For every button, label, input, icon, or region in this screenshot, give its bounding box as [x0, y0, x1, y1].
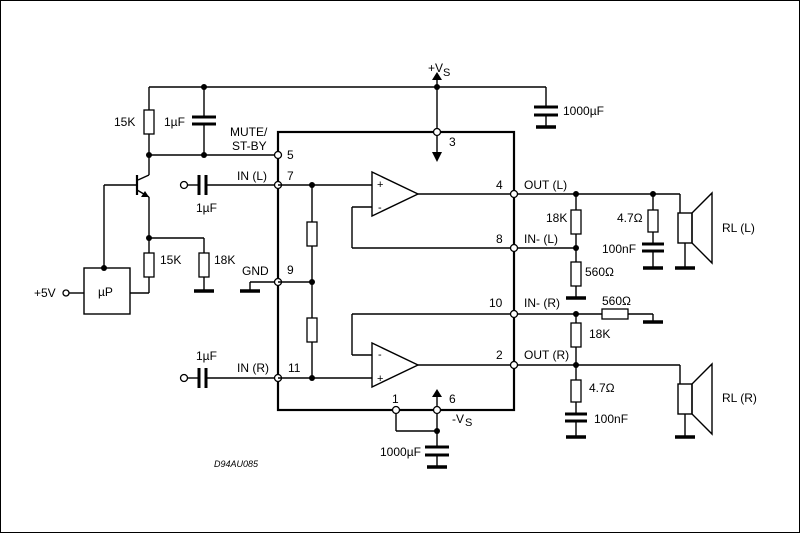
- resistor-18k-left: [570, 209, 582, 235]
- resistor-18k-mid: [198, 252, 210, 278]
- in-r-label: IN (R): [237, 361, 269, 375]
- pin8-terminal: [509, 243, 519, 253]
- res-18k-left-label: 18K: [546, 211, 567, 225]
- opamp-left-plus: +: [377, 179, 383, 191]
- out-r-label: OUT (R): [524, 348, 569, 362]
- pin1-terminal: [391, 405, 401, 415]
- pin9-label: 9: [287, 263, 294, 277]
- resistor-560-left: [570, 261, 582, 287]
- pin6-terminal: [432, 405, 442, 415]
- resistor-15k-mid: [143, 252, 155, 278]
- pin2-terminal: [509, 360, 519, 370]
- pin3-label: 3: [449, 135, 456, 149]
- pin4-terminal: [509, 189, 519, 199]
- in-l-label: IN (L): [237, 169, 267, 183]
- capacitor-1uf-top: [192, 87, 216, 155]
- res-15k-mid-label: 15K: [160, 253, 181, 267]
- vs-negative-label: -V: [452, 412, 464, 426]
- opamp-left-minus: -: [378, 202, 382, 214]
- opamp-right-minus: -: [378, 349, 382, 361]
- vs-positive-label: +V: [428, 61, 443, 75]
- pin2-label: 2: [496, 348, 503, 362]
- res-4.7-left-label: 4.7Ω: [617, 211, 643, 225]
- res-18k-mid-label: 18K: [214, 253, 235, 267]
- resistor-4.7-right: [570, 379, 582, 403]
- cap-1uf-top-label: 1µF: [164, 115, 185, 129]
- resistor-4.7-left: [647, 209, 659, 233]
- cap-1uf-in-l-label: 1µF: [196, 201, 217, 215]
- mute-label-line2: ST-BY: [232, 139, 267, 153]
- cap-100nf-left-label: 100nF: [602, 242, 636, 256]
- rl-left-label: RL (L): [722, 221, 755, 235]
- speaker-right: [675, 362, 713, 439]
- internal-input-network: [278, 182, 372, 381]
- vs-positive-subscript: S: [443, 67, 450, 79]
- positive-supply-rail: [149, 72, 546, 132]
- res-18k-right-label: 18K: [589, 327, 610, 341]
- pin6-label: 6: [449, 392, 456, 406]
- pin3-terminal: [432, 127, 442, 137]
- res-560-right-label: 560Ω: [602, 294, 631, 308]
- pin10-label: 10: [489, 296, 503, 310]
- pin11-label: 11: [288, 361, 301, 375]
- rl-right-label: RL (R): [722, 391, 757, 405]
- pin7-label: 7: [287, 169, 294, 183]
- res-4.7-right-label: 4.7Ω: [589, 381, 615, 395]
- pin4-label: 4: [496, 178, 503, 192]
- cap-100nf-right-label: 100nF: [594, 412, 628, 426]
- pin8-label: 8: [496, 232, 503, 246]
- res-560-left-label: 560Ω: [585, 265, 614, 279]
- pin10-terminal: [509, 309, 519, 319]
- res-15k-top-label: 15K: [114, 115, 135, 129]
- capacitor-1000uf-top: [534, 87, 558, 129]
- vs-negative-subscript: S: [465, 417, 472, 429]
- resistor-15k-top: [143, 109, 155, 135]
- resistor-560-right: [601, 308, 629, 320]
- cap-1uf-in-r-label: 1µF: [196, 349, 217, 363]
- speaker-left: [675, 191, 713, 270]
- plus-5v-terminal: [62, 289, 70, 297]
- pin1-label: 1: [392, 392, 399, 406]
- opamp-left: [371, 170, 420, 218]
- pin5-terminal: [273, 150, 283, 160]
- plus-5v-label: +5V: [34, 286, 56, 300]
- cap-1000uf-bottom-label: 1000µF: [380, 445, 421, 459]
- in-minus-r-label: IN- (R): [524, 296, 560, 310]
- in-r-terminal: [179, 373, 189, 383]
- pin5-label: 5: [287, 148, 294, 162]
- resistor-18k-right: [570, 322, 582, 348]
- drawing-code: D94AU085: [214, 459, 259, 469]
- gnd-label: GND: [242, 264, 269, 278]
- capacitor-1000uf-bottom: [425, 445, 449, 469]
- mute-label-line1: MUTE/: [230, 125, 268, 139]
- transistor: [103, 155, 150, 268]
- cap-1000uf-top-label: 1000µF: [563, 104, 604, 118]
- in-l-terminal: [179, 180, 189, 190]
- in-minus-l-label: IN- (L): [524, 232, 558, 246]
- ic-body: [276, 130, 516, 412]
- opamp-right-plus: +: [377, 373, 383, 385]
- out-l-label: OUT (L): [524, 178, 567, 192]
- opamp-right: [371, 341, 420, 389]
- microprocessor-label: µP: [98, 285, 113, 299]
